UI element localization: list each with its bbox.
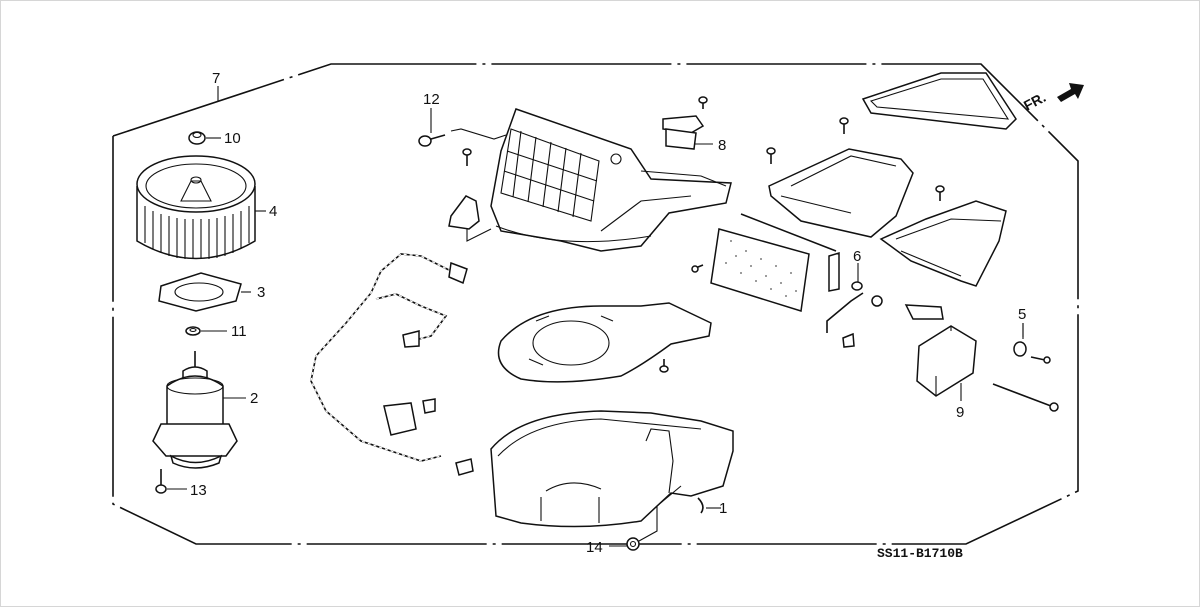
actuator-rod[interactable] [992,383,1059,412]
callout-2[interactable]: 2 [250,390,258,407]
part-14-nut[interactable] [609,485,682,551]
blower-lower-case[interactable] [490,410,734,528]
callout-3[interactable]: 3 [257,284,265,301]
callout-12[interactable]: 12 [423,91,440,108]
reference-code: SS11-B1710B [877,546,963,561]
duct-screws[interactable] [766,117,945,201]
part-11-washer[interactable] [185,326,227,336]
part-8-resistor[interactable] [662,96,713,150]
fan-blades [144,206,250,259]
callout-5[interactable]: 5 [1018,306,1026,323]
part-13-screw[interactable] [155,469,187,494]
part-1-clip[interactable] [697,497,721,514]
blower-cover-plate[interactable] [497,302,712,383]
upper-air-duct[interactable] [768,148,914,238]
air-filter[interactable] [691,213,840,312]
duct-seal[interactable] [861,72,1017,130]
front-direction-indicator: FR. [1021,83,1084,114]
filter-texture [725,240,797,297]
callout-6[interactable]: 6 [853,248,861,265]
wire-harness[interactable] [310,253,474,476]
part-12-bolt[interactable] [418,108,507,147]
part-10-nut[interactable] [188,131,221,145]
intake-housing[interactable] [490,108,732,252]
callout-11[interactable]: 11 [231,323,247,340]
callout-7[interactable]: 7 [212,70,220,87]
part-6-clip[interactable] [826,263,944,348]
intake-grille [500,128,600,222]
part-4-blower-fan[interactable] [136,155,266,260]
part-9-actuator[interactable] [916,325,977,401]
intake-bracket[interactable] [448,148,492,242]
callout-1[interactable]: 1 [719,500,727,517]
part-3-gasket[interactable] [158,272,251,312]
part-2-blower-motor[interactable] [152,351,246,469]
lower-air-duct[interactable] [879,200,1007,287]
assembly-boundary [112,63,1079,545]
front-label: FR. [1021,89,1048,114]
callout-14[interactable]: 14 [586,539,603,556]
callout-4[interactable]: 4 [269,203,277,220]
callout-8[interactable]: 8 [718,137,726,154]
front-arrow-icon [1057,83,1084,102]
callout-9[interactable]: 9 [956,404,964,421]
part-5-holder[interactable] [1013,323,1051,364]
callout-13[interactable]: 13 [190,482,207,499]
callout-10[interactable]: 10 [224,130,241,147]
